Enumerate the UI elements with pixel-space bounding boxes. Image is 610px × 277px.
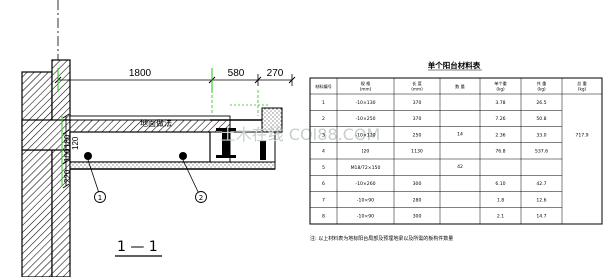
table-header-2: 长 度 [412, 80, 423, 87]
table-cell-r0-c2: 370 [413, 100, 422, 106]
leader-2 [182, 159, 201, 197]
table-cell-r4-c1: M18/72×150 [351, 165, 381, 171]
table-cell-r5-c1: -10×260 [355, 181, 375, 187]
table-cell-r7-c5: 14.7 [536, 214, 546, 220]
wall-lower [21, 149, 53, 277]
table-cell-r7-c0: 8 [322, 214, 325, 220]
table-header-6: 总 重 [577, 80, 587, 86]
table-frame [309, 77, 603, 225]
table-cell-r3-c2: 1130 [411, 149, 423, 155]
table-note: 注: 以上材料表为地标阳台局部及预埋地梁以及所需的板构件数量 [310, 235, 453, 242]
table-cell-r3-c0: 4 [322, 149, 325, 155]
table-cell-r1-c5: 50.8 [536, 116, 546, 122]
table-cell-r0-c4: 3.78 [495, 100, 505, 106]
dim-label-1: 1800 [129, 68, 152, 79]
table-cell-r2-c1: -10×120 [355, 132, 375, 138]
leader-1 [87, 159, 101, 197]
wall-column [51, 59, 71, 277]
table-cell-r2-c3: 14 [457, 131, 463, 137]
rebar-1 [84, 152, 92, 160]
callout-number-2: 2 [199, 194, 203, 202]
table-header-unit-6: (kg) [578, 87, 587, 92]
callout-number-1: 1 [98, 194, 102, 202]
table-cell-r1-c4: 7.26 [495, 116, 505, 122]
table-cell-r5-c4: 6.10 [495, 181, 505, 187]
table-cell-r2-c4: 2.36 [495, 132, 505, 138]
table-cell-r6-c2: 280 [413, 197, 422, 203]
table-cell-r6-c0: 7 [322, 197, 325, 203]
table-header-unit-1: (mm) [360, 87, 372, 92]
table-cell-r3-c5: 537.6 [535, 149, 548, 155]
table-header-0: 材料编号 [315, 83, 332, 90]
table-header-3: 数 量 [455, 83, 465, 90]
callout-circle-2 [195, 191, 207, 203]
table-cell-r1-c2: 370 [413, 116, 422, 122]
table-cell-r5-c5: 42.7 [536, 181, 546, 187]
table-title: 单个阳台材料表 [428, 60, 481, 70]
table-header-1: 规 格 [361, 80, 372, 87]
table-grid [310, 78, 602, 224]
table-header-5: 共 重 [537, 80, 547, 87]
dim-v-2: 100 [63, 148, 72, 162]
table-cell-r1-c1: -10×250 [355, 116, 375, 122]
table-header-4: 单个重 [494, 80, 507, 87]
slab-bottom-layer [69, 161, 276, 170]
channel-flange-top [216, 128, 236, 131]
table-header-unit-4: (kg) [496, 87, 505, 92]
table-cell-r7-c2: 300 [413, 214, 422, 220]
table-cell-r0-c5: 26.5 [536, 100, 546, 106]
floor-finish-label: 地面做法 [140, 118, 172, 128]
table-cell-r6-c1: -10×90 [357, 197, 374, 203]
table-cell-r7-c1: -10×90 [357, 214, 374, 220]
steel-channel [222, 128, 230, 158]
section-label: 1 — 1 [117, 239, 158, 255]
end-plate [260, 140, 266, 160]
dim-v-3: 180 [63, 134, 72, 148]
table-cell-r1-c0: 2 [322, 116, 325, 122]
dim-label-3: 270 [267, 68, 284, 79]
dim-v-4: 120 [71, 136, 80, 150]
table-cell-r2-c0: 3 [322, 132, 325, 138]
table-header-unit-5: (kg) [537, 87, 546, 92]
curb-block [261, 107, 283, 133]
table-cell-r0-c1: -10×130 [355, 100, 375, 106]
table-cell-r4-c0: 5 [322, 165, 325, 171]
table-cell-r3-c4: 76.8 [495, 149, 505, 155]
dim-v-1: 220 [63, 169, 72, 183]
dimension-top [54, 68, 296, 116]
table-cell-r6-c4: 1.8 [497, 197, 504, 203]
table-cell-r5-c2: 300 [413, 181, 422, 187]
callout-circle-1 [94, 191, 106, 203]
dimension-vertical [61, 113, 70, 189]
table-header-unit-2: (mm) [411, 87, 423, 92]
table-cell-r5-c0: 6 [322, 181, 325, 187]
table-cell-r2-c2: 250 [413, 132, 422, 138]
table-cell-r4-c3: 42 [457, 164, 463, 170]
table-cell-r2-c5: 33.0 [536, 132, 546, 138]
watermark-text: 土木在线 COI88.COM [220, 125, 381, 144]
table-cell-r7-c4: 2.1 [497, 214, 504, 220]
table-cell-r3-c1: [20 [362, 149, 370, 155]
section-drawing: 1800 580 270 220 100 180 120 地面做法 1 2 1 … [21, 0, 381, 277]
channel-flange-bottom [216, 155, 236, 158]
rebar-2 [179, 152, 187, 160]
table-cell-r0-c0: 1 [322, 100, 325, 106]
dim-label-2: 580 [228, 68, 245, 79]
table-cell-r6-c5: 12.6 [536, 197, 546, 203]
table-total-weight: 717.9 [575, 132, 588, 138]
